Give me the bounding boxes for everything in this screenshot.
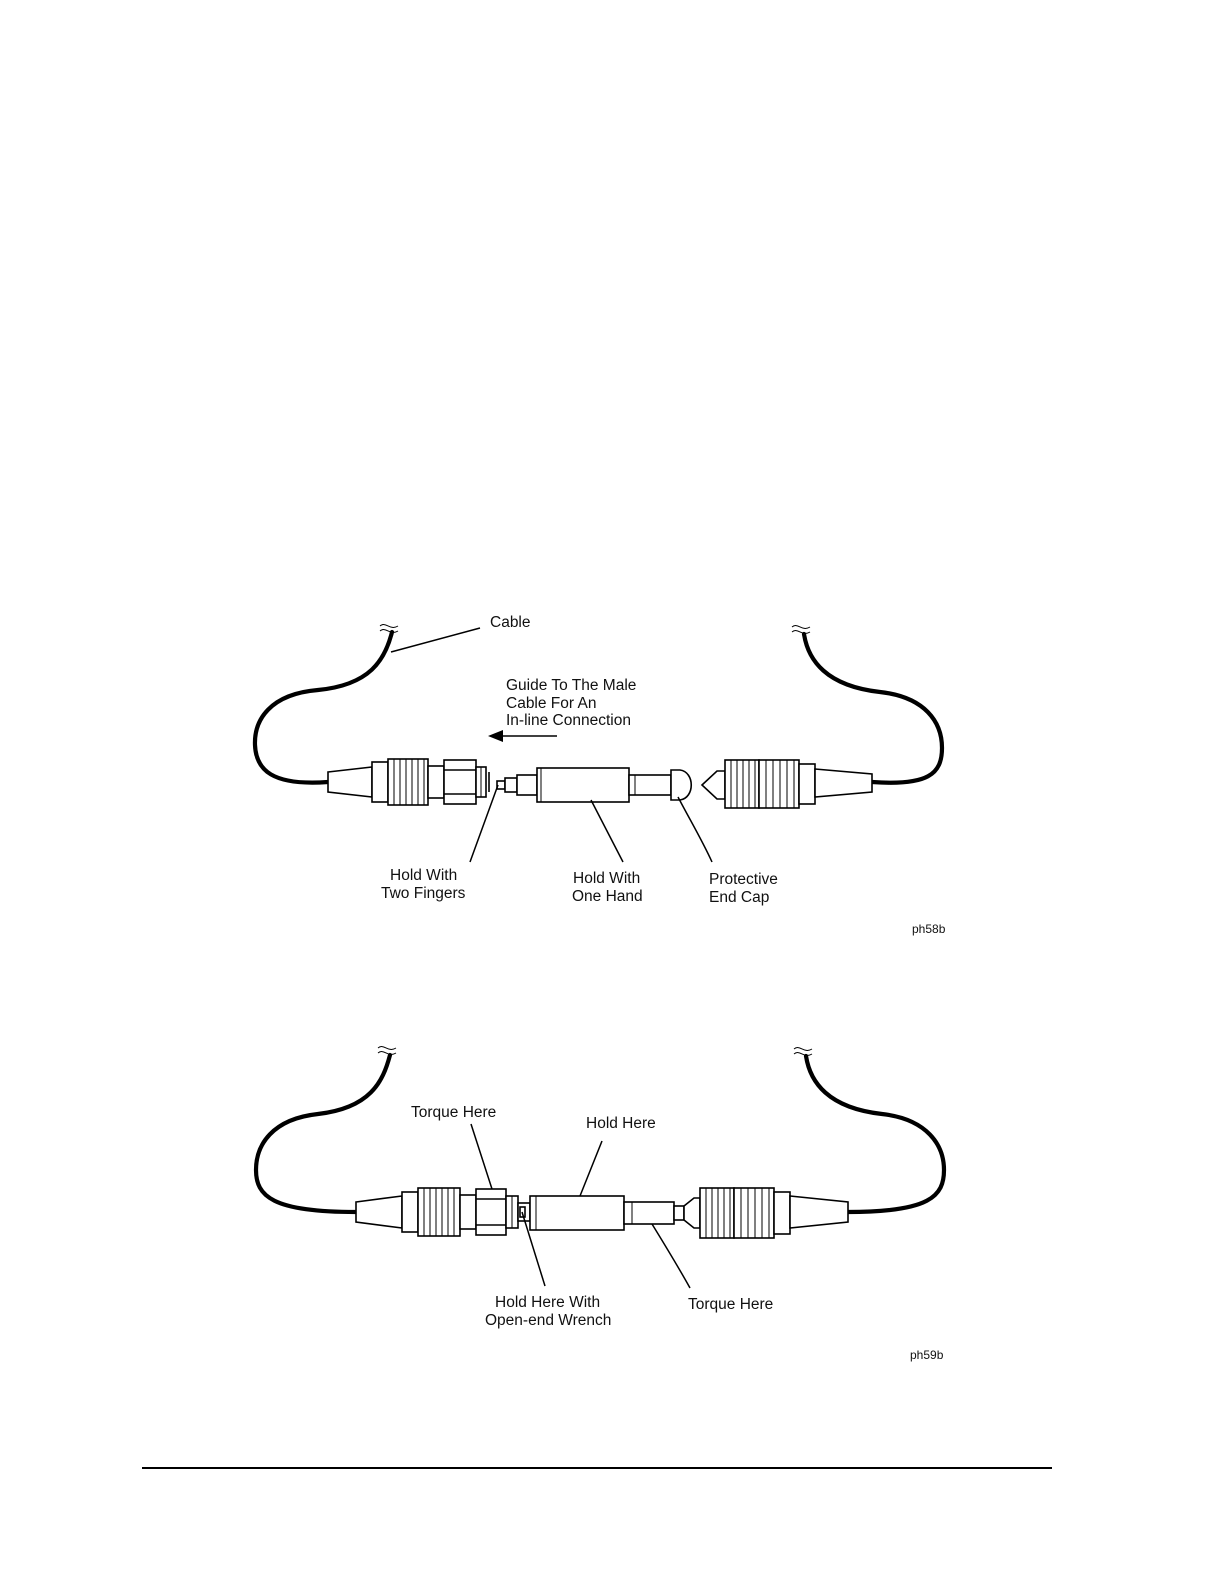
label-end-cap-2: End Cap [709, 889, 769, 906]
left-connector-top [328, 759, 489, 805]
label-hold-here: Hold Here [586, 1115, 656, 1132]
adapter-bottom [530, 1196, 684, 1230]
figure-bottom: Torque Here Hold Here Hold Here With Ope… [256, 1047, 944, 1362]
adapter-top [497, 768, 691, 802]
label-guide-3: In-line Connection [506, 712, 631, 729]
figure-id-top: ph58b [912, 922, 946, 936]
guide-arrow [488, 730, 557, 742]
label-guide-2: Cable For An [506, 695, 596, 712]
leader-torque-right [652, 1224, 690, 1288]
label-one-hand-1: Hold With [573, 870, 640, 887]
label-one-hand-2: One Hand [572, 888, 643, 905]
label-end-cap-1: Protective [709, 871, 778, 888]
left-connector-bottom [356, 1188, 530, 1236]
label-cable: Cable [490, 614, 531, 631]
left-cable-bottom [256, 1047, 396, 1212]
label-two-fingers-1: Hold With [390, 867, 457, 884]
label-wrench-2: Open-end Wrench [485, 1312, 611, 1329]
left-cable-top [255, 625, 398, 783]
right-cable-bottom [794, 1048, 944, 1212]
leader-torque-left [471, 1124, 492, 1189]
label-torque-right: Torque Here [688, 1296, 773, 1313]
right-cable-top [792, 626, 942, 783]
footer-rule [142, 1467, 1052, 1469]
label-torque-left: Torque Here [411, 1104, 496, 1121]
label-guide-1: Guide To The Male [506, 677, 636, 694]
leader-cable [391, 628, 480, 652]
label-wrench-1: Hold Here With [495, 1294, 600, 1311]
label-two-fingers-2: Two Fingers [381, 885, 466, 902]
figure-id-bottom: ph59b [910, 1348, 944, 1362]
leader-one-hand [591, 800, 623, 862]
leader-end-cap [678, 797, 712, 862]
right-connector-bottom [684, 1188, 848, 1238]
right-connector-top [702, 760, 872, 808]
figure-top: Cable Guide To The Male Cable For An In-… [255, 614, 946, 936]
leader-hold-here [580, 1141, 602, 1196]
